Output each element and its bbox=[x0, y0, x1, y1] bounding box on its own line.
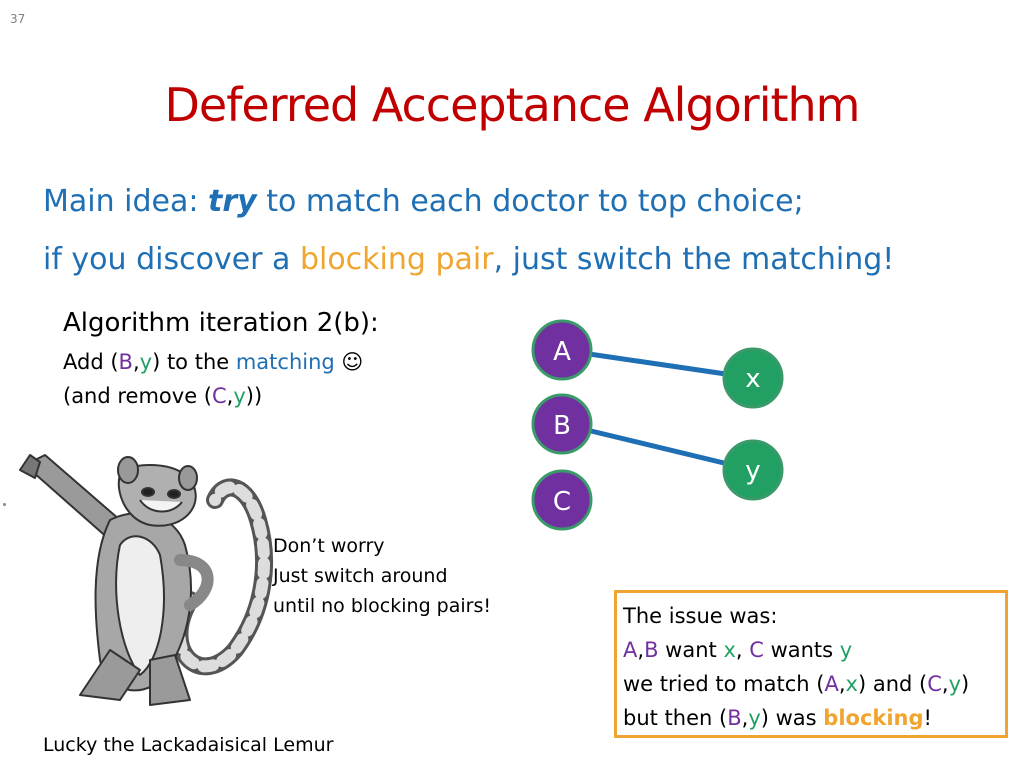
speech-line-1: Don’t worry bbox=[273, 535, 385, 557]
edge-a-x bbox=[561, 347, 754, 381]
hospital-y-label: y bbox=[139, 350, 153, 374]
slide-title: Deferred Acceptance Algorithm bbox=[164, 78, 861, 132]
main-idea-rest: to match each doctor to top choice; bbox=[256, 184, 804, 219]
remove-suffix: )) bbox=[245, 384, 263, 408]
main-idea-prefix: Main idea: bbox=[43, 184, 209, 219]
main-idea-line-2: if you discover a blocking pair, just sw… bbox=[43, 242, 894, 277]
separator: , bbox=[735, 638, 750, 662]
node-b: B bbox=[531, 393, 593, 455]
and-text: ) and ( bbox=[857, 672, 928, 696]
close-paren: ) bbox=[961, 672, 970, 696]
node-c-label: C bbox=[553, 487, 571, 517]
doctor-c-label: C bbox=[927, 672, 942, 696]
doctor-a-label: A bbox=[824, 672, 839, 696]
issue-line-2: A,B want x, C wants y bbox=[623, 633, 999, 667]
node-y: y bbox=[722, 439, 784, 501]
node-x: x bbox=[722, 347, 784, 409]
add-mid: ) to the bbox=[152, 350, 236, 374]
doctor-b-label: B bbox=[644, 638, 659, 662]
issue-box: The issue was: A,B want x, C wants y we … bbox=[614, 590, 1008, 738]
exclamation: ! bbox=[923, 706, 932, 730]
was-text: ) was bbox=[760, 706, 824, 730]
slide-number: 37 bbox=[10, 12, 26, 26]
hospital-y-label: y bbox=[748, 706, 761, 730]
matching-word: matching bbox=[235, 350, 335, 374]
lemur-illustration bbox=[19, 454, 274, 706]
comma: , bbox=[226, 384, 234, 408]
doctor-a-label: A bbox=[623, 638, 638, 662]
smiley-icon: ☺ bbox=[341, 350, 364, 374]
speech-line-3: until no blocking pairs! bbox=[273, 595, 491, 617]
remove-prefix: (and remove ( bbox=[63, 384, 212, 408]
want-text: want bbox=[658, 638, 724, 662]
node-a-label: A bbox=[553, 337, 571, 367]
lemur-caption: Lucky the Lackadaisical Lemur bbox=[43, 734, 334, 756]
blocking-emphasis: blocking bbox=[823, 706, 924, 730]
issue-line-4: but then (B,y) was blocking! bbox=[623, 701, 999, 735]
speech-line-2: Just switch around bbox=[273, 565, 448, 587]
doctor-b-label: B bbox=[118, 350, 133, 374]
hospital-y-label: y bbox=[233, 384, 246, 408]
hospital-y-label: y bbox=[839, 638, 853, 662]
comma: , bbox=[941, 672, 949, 696]
try-emphasis: try bbox=[208, 184, 257, 219]
blocking-pair-emphasis: blocking pair bbox=[299, 242, 494, 277]
node-x-label: x bbox=[745, 364, 760, 394]
node-c: C bbox=[531, 469, 593, 531]
doctor-c-label: C bbox=[212, 384, 227, 408]
main-idea-line2-rest: , just switch the matching! bbox=[493, 242, 895, 277]
hospital-y-label: y bbox=[948, 672, 961, 696]
lemur-speech: Don’t worry Just switch around until no … bbox=[273, 531, 491, 621]
node-y-label: y bbox=[745, 456, 760, 486]
node-a: A bbox=[531, 319, 593, 381]
doctor-c-label: C bbox=[749, 638, 764, 662]
iteration-remove-line: (and remove (C,y)) bbox=[63, 384, 262, 408]
main-idea-line-1: Main idea: try to match each doctor to t… bbox=[43, 184, 804, 219]
comma: , bbox=[637, 638, 645, 662]
main-idea-line2-prefix: if you discover a bbox=[43, 242, 300, 277]
comma: , bbox=[838, 672, 846, 696]
add-prefix: Add ( bbox=[63, 350, 119, 374]
but-then-prefix: but then ( bbox=[623, 706, 728, 730]
issue-line-1: The issue was: bbox=[623, 604, 778, 628]
edge-b-y bbox=[561, 421, 754, 473]
iteration-add-line: Add (B,y) to the matching ☺ bbox=[63, 350, 363, 374]
hospital-x-label: x bbox=[723, 638, 736, 662]
stray-dot bbox=[3, 503, 6, 506]
iteration-heading: Algorithm iteration 2(b): bbox=[63, 308, 379, 338]
doctor-b-label: B bbox=[727, 706, 742, 730]
tried-prefix: we tried to match ( bbox=[623, 672, 825, 696]
comma: , bbox=[741, 706, 749, 730]
node-b-label: B bbox=[553, 411, 571, 441]
comma: , bbox=[132, 350, 140, 374]
issue-line-3: we tried to match (A,x) and (C,y) bbox=[623, 667, 999, 701]
hospital-x-label: x bbox=[845, 672, 858, 696]
wants-text: wants bbox=[763, 638, 840, 662]
